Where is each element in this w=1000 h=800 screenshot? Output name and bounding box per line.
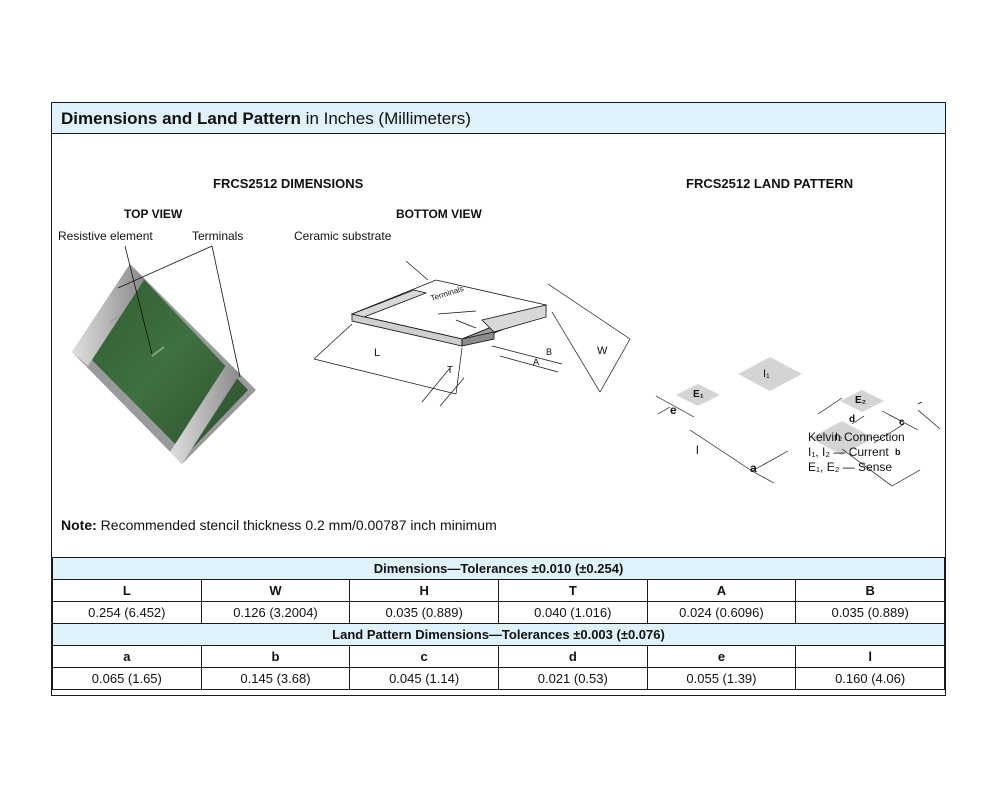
land-header-e: e xyxy=(646,645,797,668)
bottom-view-label: BOTTOM VIEW xyxy=(396,207,482,221)
dimensions-caption: Dimensions—Tolerances ±0.010 (±0.254) xyxy=(52,557,945,580)
dim-value-A: 0.024 (0.6096) xyxy=(646,601,797,624)
dim-a-marker: A xyxy=(533,357,540,367)
dim-b-label: b xyxy=(895,447,901,457)
bottom-view-drawing xyxy=(350,279,548,347)
dim-w-marker: W xyxy=(597,345,608,357)
dim-header-H: H xyxy=(349,579,499,602)
dim-l-marker: L xyxy=(374,347,381,359)
dimensions-title: FRCS2512 DIMENSIONS xyxy=(213,176,364,191)
panel-header: Dimensions and Land Pattern in Inches (M… xyxy=(52,103,945,134)
pad-e1 xyxy=(676,384,720,406)
top-view-label: TOP VIEW xyxy=(124,207,183,221)
dim-value-B: 0.035 (0.889) xyxy=(795,601,945,624)
land-value-b: 0.145 (3.68) xyxy=(200,667,351,690)
land-value-c: 0.045 (1.14) xyxy=(349,667,499,690)
land-header-a: a xyxy=(52,645,202,668)
stencil-note: Note: Recommended stencil thickness 0.2 … xyxy=(61,517,497,533)
land-header-c: c xyxy=(349,645,499,668)
dim-header-B: B xyxy=(795,579,945,602)
dim-value-W: 0.126 (3.2004) xyxy=(200,601,351,624)
ceramic-substrate-label: Ceramic substrate xyxy=(294,229,392,243)
pad-e2 xyxy=(840,390,884,412)
land-pattern-drawing xyxy=(676,357,884,455)
legend-line-1: Kelvin Connection xyxy=(808,430,905,444)
panel-title: Dimensions and Land Pattern in Inches (M… xyxy=(61,109,471,128)
land-caption: Land Pattern Dimensions—Tolerances ±0.00… xyxy=(52,623,945,646)
drawings xyxy=(72,245,941,487)
dim-value-H: 0.035 (0.889) xyxy=(349,601,499,624)
dim-value-L: 0.254 (6.452) xyxy=(52,601,202,624)
pad-i2-label: I₂ xyxy=(835,431,843,443)
resistive-element-label: Resistive element xyxy=(58,229,153,243)
land-pattern-dimension-lines xyxy=(655,395,941,487)
dim-e-label: e xyxy=(670,403,677,417)
dimensions-panel: Dimensions and Land Pattern in Inches (M… xyxy=(51,102,946,696)
dim-d-label: d xyxy=(849,414,856,425)
dim-c-label: c xyxy=(899,417,905,428)
land-header-d: d xyxy=(497,645,648,668)
pad-e2-label: E₂ xyxy=(855,395,867,406)
land-header-l: l xyxy=(795,645,945,668)
pad-i2 xyxy=(810,421,874,455)
land-value-e: 0.055 (1.39) xyxy=(646,667,797,690)
bottom-view-dimension-lines xyxy=(313,260,631,407)
pad-e1-label: E₁ xyxy=(693,389,704,400)
dim-header-T: T xyxy=(497,579,648,602)
dim-header-A: A xyxy=(646,579,797,602)
dim-b-marker: B xyxy=(546,347,553,357)
dim-a-label: a xyxy=(750,461,757,475)
land-value-a: 0.065 (1.65) xyxy=(52,667,202,690)
legend-line-2: I₁, I₂ — Current xyxy=(808,445,889,459)
land-header-b: b xyxy=(200,645,351,668)
top-view-leaders xyxy=(117,245,241,378)
dim-l-label: l xyxy=(696,443,699,457)
dim-header-W: W xyxy=(200,579,351,602)
dim-value-T: 0.040 (1.016) xyxy=(497,601,648,624)
terminals-label: Terminals xyxy=(192,229,244,243)
pad-i1 xyxy=(738,357,802,391)
land-value-l: 0.160 (4.06) xyxy=(795,667,945,690)
pad-i1-label: I₁ xyxy=(763,368,770,380)
dim-t-marker: T xyxy=(447,365,454,376)
dimensions-table: Dimensions—Tolerances ±0.010 (±0.254) L … xyxy=(52,557,945,690)
land-pattern-title: FRCS2512 LAND PATTERN xyxy=(686,176,854,191)
top-view-resistor xyxy=(72,264,256,464)
legend-line-3: E₁, E₂ — Sense xyxy=(808,460,893,474)
kelvin-legend: Kelvin Connection I₁, I₂ — Current E₁, E… xyxy=(808,430,905,475)
land-value-d: 0.021 (0.53) xyxy=(497,667,648,690)
dim-header-L: L xyxy=(52,579,202,602)
